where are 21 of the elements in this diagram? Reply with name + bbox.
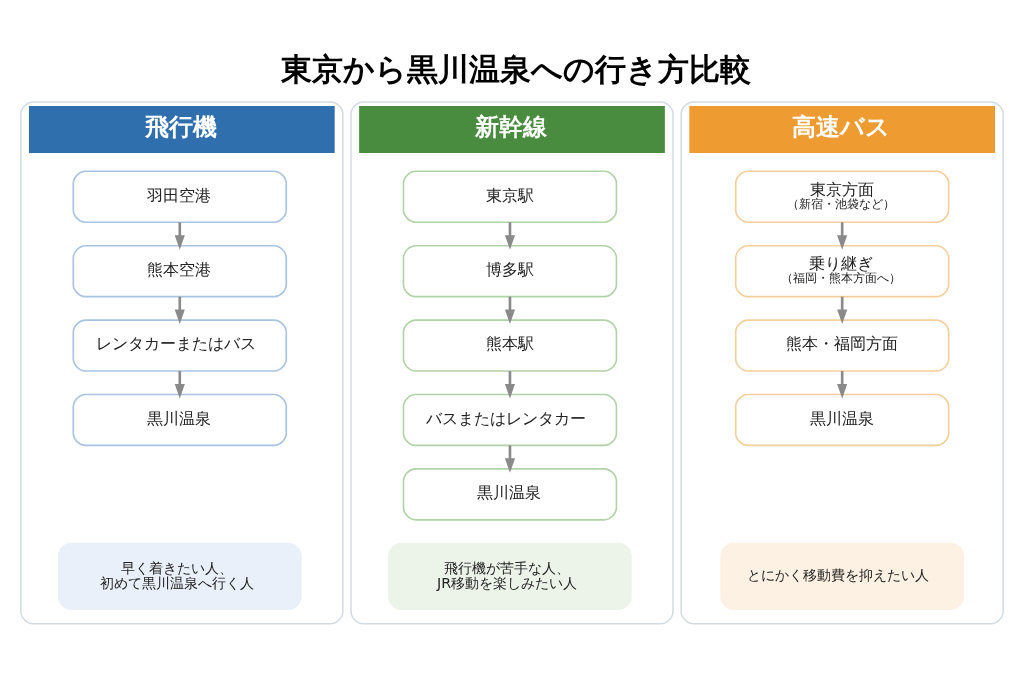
arrow xyxy=(174,221,185,250)
arrow xyxy=(174,296,185,324)
node-box: 黒川温泉 xyxy=(402,467,618,521)
arrow xyxy=(837,370,848,398)
arrow xyxy=(174,370,185,398)
diagram-title: 東京から黒川温泉への行き方比較 xyxy=(280,51,751,87)
node-box: 熊本駅 xyxy=(402,318,618,372)
node-box: 乗り継ぎ （福岡・熊本方面へ） xyxy=(734,244,950,297)
node-box: 熊本空港 xyxy=(72,244,288,297)
arrow xyxy=(837,221,848,250)
node-box: 熊本・福岡方面 xyxy=(734,318,950,372)
node-box: 博多駅 xyxy=(402,244,618,297)
node-box: 東京駅 xyxy=(402,170,618,223)
node-box: 東京方面 （新宿・池袋など） xyxy=(734,170,950,223)
node-box: バスまたはレンタカー xyxy=(402,393,618,446)
arrow xyxy=(837,296,848,324)
node-box: レンタカーまたはバス xyxy=(72,318,288,372)
node-box: とにかく移動費を抑えたい人 xyxy=(720,542,964,610)
node-box: 黒川温泉 xyxy=(72,393,288,446)
node-box: 羽田空港 xyxy=(72,170,288,223)
node-box: 黒川温泉 xyxy=(734,393,950,446)
